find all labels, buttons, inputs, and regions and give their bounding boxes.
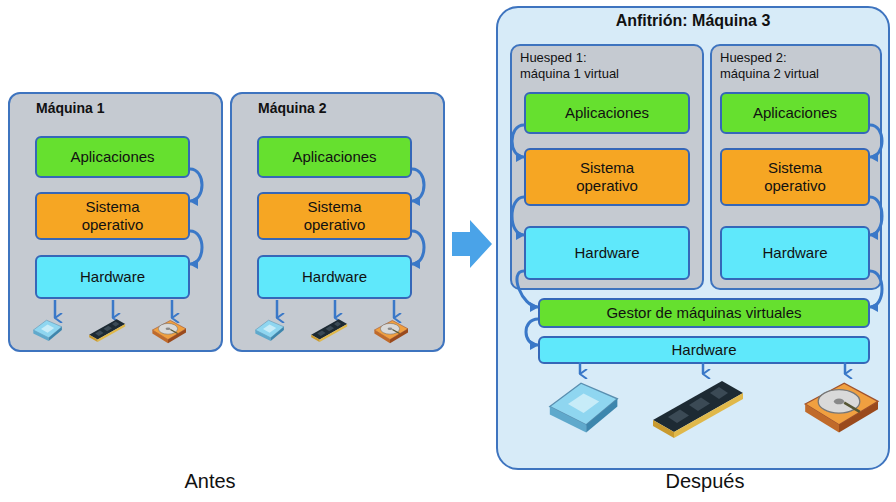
flow-arrow [526, 319, 538, 345]
flow-arrow [517, 271, 538, 307]
flow-arrow [870, 197, 882, 235]
transition-arrow [452, 220, 492, 268]
box-label: Aplicaciones [288, 146, 380, 168]
box-label: Hardware [570, 242, 643, 264]
box-label: Hardware [298, 266, 371, 288]
hardware-box: Hardware [257, 255, 412, 299]
box-label: Hardware [667, 339, 740, 361]
apps-box: Aplicaciones [257, 136, 412, 178]
hardware-band: Hardware [538, 336, 870, 364]
box-label: Hardware [76, 266, 149, 288]
os-box: Sistema operativo [257, 192, 412, 240]
machine-box: Máquina 1 AplicacionesSistema operativoHa… [8, 92, 223, 352]
flow-arrow [512, 197, 524, 235]
hardware-box: Hardware [35, 255, 190, 299]
io-arrows [55, 300, 845, 374]
guest-machine: Huesped 1: máquina 1 virtualAplicaciones… [510, 44, 704, 290]
hardware-icons [33, 319, 878, 438]
caption-label: Después [620, 470, 790, 493]
apps-box: Aplicaciones [720, 92, 870, 134]
box-title: Máquina 2 [232, 94, 443, 116]
flow-arrow [190, 231, 202, 264]
apps-box: Aplicaciones [35, 136, 190, 178]
caption-label: Antes [130, 470, 290, 493]
box-label: Aplicaciones [66, 146, 158, 168]
box-label: Gestor de máquinas virtuales [602, 302, 805, 324]
hardware-box: Hardware [524, 226, 690, 280]
machine-box: Máquina 2 AplicacionesSistema operativoHa… [230, 92, 445, 352]
box-title: Huesped 2: máquina 2 virtual [712, 46, 832, 82]
flow-arrow [190, 169, 202, 201]
os-box: Sistema operativo [524, 148, 690, 206]
box-label: Sistema operativo [743, 157, 847, 197]
box-label: Sistema operativo [61, 196, 165, 236]
box-title: Anfitrión: Máquina 3 [498, 8, 888, 30]
box-label: Aplicaciones [561, 102, 653, 124]
box-title: Máquina 1 [10, 94, 221, 116]
box-label: Aplicaciones [749, 102, 841, 124]
box-label: Sistema operativo [283, 196, 387, 236]
flow-arrow [512, 125, 524, 157]
vm-manager-band: Gestor de máquinas virtuales [538, 298, 870, 328]
flow-arrow [412, 231, 424, 264]
guest-machine: Huesped 2: máquina 2 virtualAplicaciones… [710, 44, 882, 290]
os-box: Sistema operativo [35, 192, 190, 240]
box-label: Hardware [758, 242, 831, 264]
box-title: Huesped 1: máquina 1 virtual [512, 46, 632, 82]
flow-arrow [870, 125, 882, 157]
apps-box: Aplicaciones [524, 92, 690, 134]
flow-arrow [870, 271, 882, 307]
box-label: Sistema operativo [555, 157, 659, 197]
hardware-box: Hardware [720, 226, 870, 280]
os-box: Sistema operativo [720, 148, 870, 206]
flow-arrow [412, 169, 424, 201]
